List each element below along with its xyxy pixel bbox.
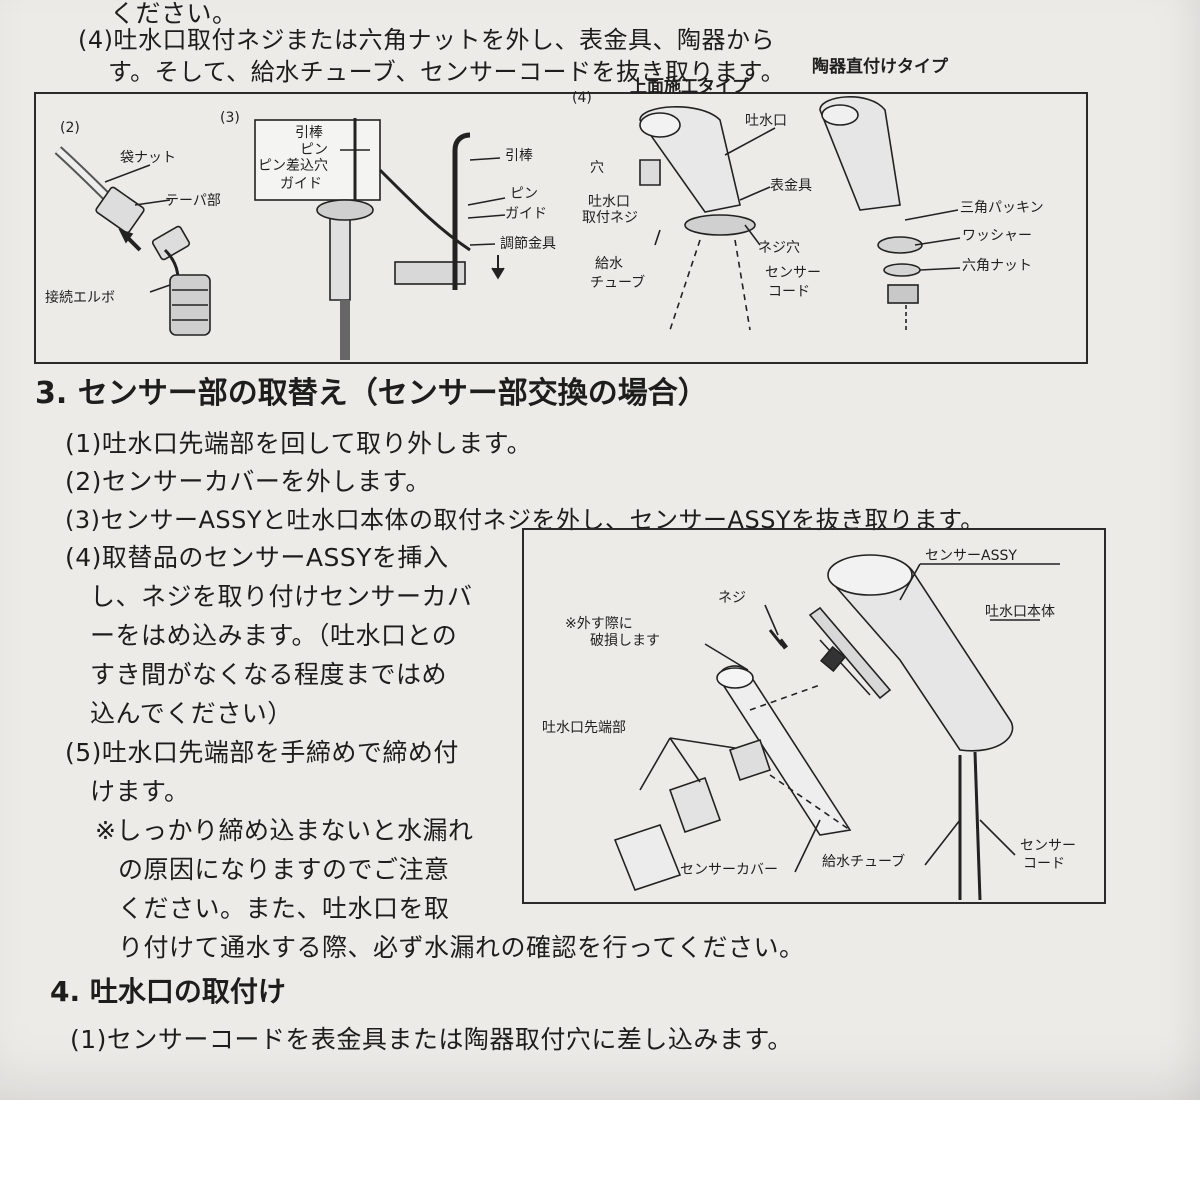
- section3-heading: 3. センサー部の取替え（センサー部交換の場合）: [35, 376, 708, 411]
- s3-step-5-line2: けます。: [90, 777, 190, 806]
- fig-top-panel4-num: (4): [572, 90, 592, 106]
- s3-step-1: (1)吐水口先端部を回して取り外します。: [65, 429, 533, 458]
- fig-top-panel2-num: (2): [60, 120, 80, 136]
- s3-step-4-line2: し、ネジを取り付けセンサーカバ: [90, 582, 473, 611]
- fig-mid-label-tosuiko-sentan: 吐水口先端部: [542, 720, 626, 736]
- fig-mid-label-note1: ※外す際に: [565, 616, 633, 632]
- fig-top-label-hikibo: 引棒: [505, 148, 533, 164]
- fig-top-label-hex-nut: 六角ナット: [962, 258, 1032, 274]
- fig-top-label-guide: ガイド: [505, 206, 547, 222]
- s3-step-5-line1: (5)吐水口先端部を手締めで締め付: [65, 738, 459, 767]
- fig-top-label-omote-kanagu: 表金具: [770, 178, 812, 194]
- fig-top-label-triangle-packing: 三角パッキン: [960, 200, 1044, 216]
- fig-top-label-chosetsu: 調節金具: [500, 235, 556, 252]
- fig-top-label-tosuiko: 吐水口: [745, 113, 787, 129]
- background-surface: [0, 1100, 1200, 1200]
- fig-top-label-tosuiko-2: 吐水口: [588, 194, 630, 210]
- fig-top-label-elbow: 接続エルボ: [45, 289, 115, 306]
- s3-note-line2: の原因になりますのでご注意: [118, 855, 450, 884]
- s3-step-4-line1: (4)取替品のセンサーASSYを挿入: [65, 543, 449, 572]
- fig-mid-label-neji: ネジ: [718, 590, 746, 606]
- fig-mid-label-tosuiko-hontai: 吐水口本体: [985, 604, 1055, 620]
- figure-top-illustration: (2) 袋ナット テーパ部 接続エルボ (3) 引棒 ピン ピン差込穴 ガイド …: [45, 56, 1044, 360]
- s3-step-2: (2)センサーカバーを外します。: [65, 467, 431, 496]
- fig-mid-label-sensor-assy: センサーASSY: [925, 548, 1017, 564]
- fig-top-inset-pin-hole: ピン差込穴: [258, 158, 328, 174]
- fig-top-label-tube: チューブ: [590, 274, 645, 291]
- s3-note-line3: ください。また、吐水口を取: [118, 894, 450, 923]
- fig-top-label-pin: ピン: [510, 186, 538, 202]
- fig-top-type-a: 上面施工タイプ: [630, 76, 750, 97]
- fig-top-label-neji-ana: ネジ穴: [758, 240, 800, 256]
- fig-mid-label-code: コード: [1023, 856, 1065, 872]
- fig-mid-label-sensor-cover: センサーカバー: [680, 862, 778, 878]
- figure-top-frame: [34, 92, 1088, 364]
- fig-top-label-sensor: センサー: [765, 265, 821, 281]
- text-line-top-cut: ください。: [110, 0, 238, 28]
- figure-mid-illustration: センサーASSY ネジ ※外す際に 破損します 吐水口本体 吐水口先端部 センサ…: [542, 548, 1076, 901]
- fig-mid-label-sensor: センサー: [1020, 838, 1076, 854]
- s3-step-4-line3: ーをはめ込みます。（吐水口との: [90, 621, 458, 650]
- fig-top-inset-pin: ピン: [300, 142, 328, 158]
- s4-step-1: (1)センサーコードを表金具または陶器取付穴に差し込みます。: [70, 1025, 793, 1054]
- s3-note-line4: り付けて通水する際、必ず水漏れの確認を行ってください。: [118, 933, 805, 962]
- figure-mid-frame: [522, 528, 1106, 904]
- manual-page: ください。 (4)吐水口取付ネジまたは六角ナットを外し、表金具、陶器から す。そ…: [0, 0, 1200, 1100]
- fig-top-inset-guide: ガイド: [280, 176, 322, 192]
- fig-top-panel3-num: (3): [220, 110, 240, 126]
- fig-top-type-b: 陶器直付けタイプ: [812, 56, 949, 77]
- fig-top-label-kyusui: 給水: [595, 256, 623, 272]
- s3-step-4-line4: すき間がなくなる程度まではめ: [90, 660, 448, 689]
- s3-note-line1: ※しっかり締め込まないと水漏れ: [95, 816, 474, 845]
- fig-top-label-toritsuke-neji: 取付ネジ: [582, 210, 638, 226]
- s3-step-4-line5: 込んでください）: [90, 699, 293, 728]
- fig-top-inset-hikibo: 引棒: [295, 125, 323, 141]
- fig-top-label-taper: テーパ部: [165, 193, 221, 209]
- fig-mid-label-note2: 破損します: [590, 633, 660, 649]
- fig-top-label-fukuro-nut: 袋ナット: [120, 150, 176, 166]
- fig-top-label-ana: 穴: [590, 160, 604, 176]
- step-prev-4-line1: (4)吐水口取付ネジまたは六角ナットを外し、表金具、陶器から: [78, 26, 775, 54]
- step-prev-4-line2: す。そして、給水チューブ、センサーコードを抜き取ります。: [108, 58, 786, 86]
- fig-top-label-code: コード: [768, 284, 810, 300]
- section4-heading: 4. 吐水口の取付け: [50, 975, 286, 1008]
- fig-top-label-washer: ワッシャー: [962, 228, 1032, 244]
- fig-mid-label-kyusui-tube: 給水チューブ: [822, 853, 905, 870]
